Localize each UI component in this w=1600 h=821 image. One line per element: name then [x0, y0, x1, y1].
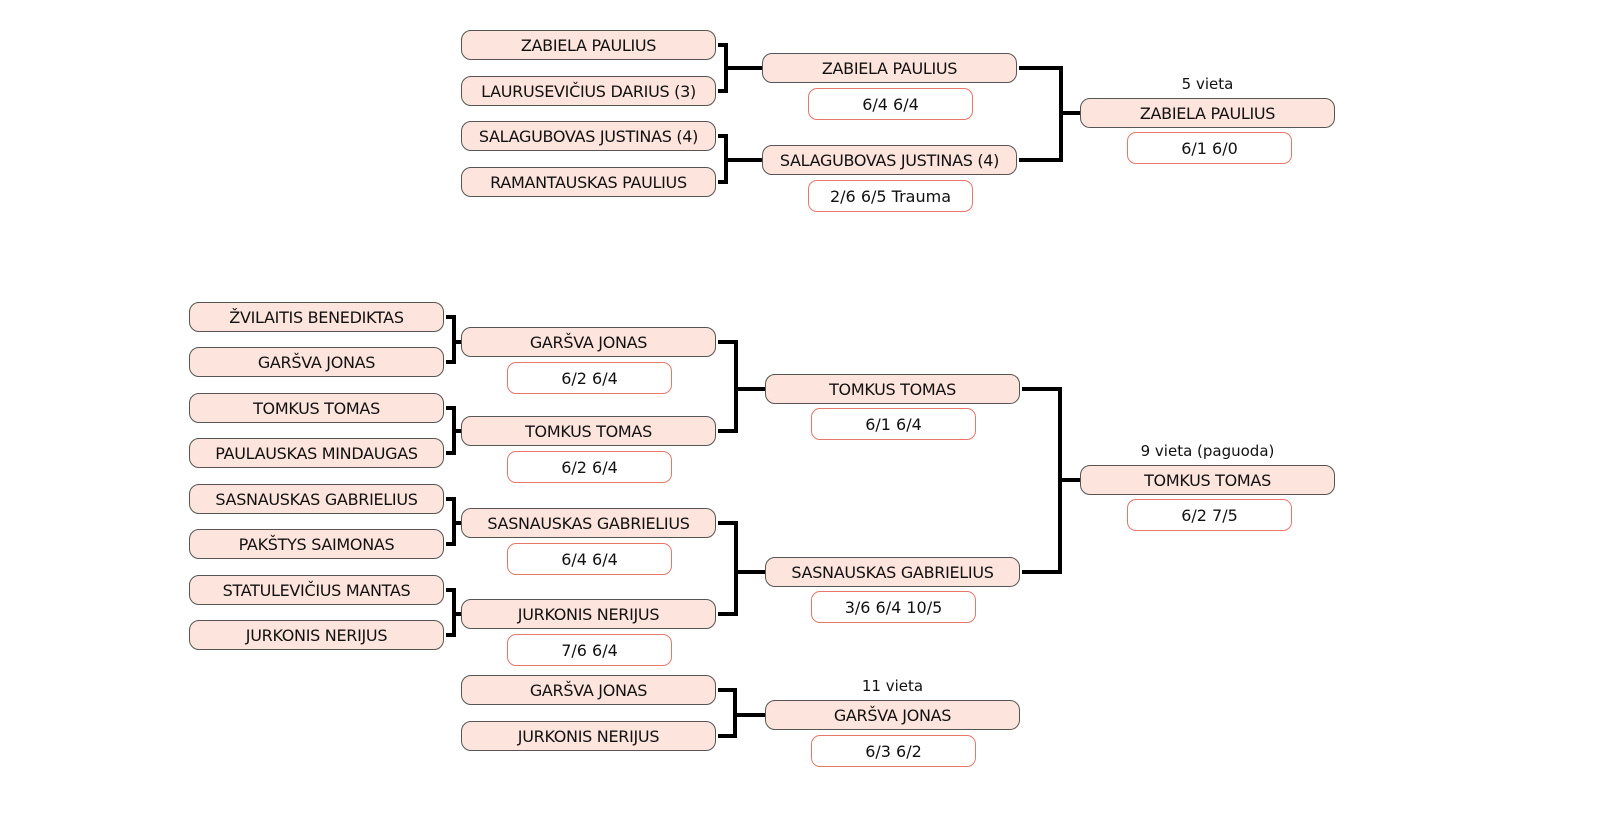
- player-9th-r1-8: JURKONIS NERIJUS: [189, 620, 444, 650]
- score-9th-r2-1: 6/2 6/4: [507, 362, 672, 394]
- connector-9th-r1-c: [446, 497, 461, 546]
- player-9th-r1-1: ŽVILAITIS BENEDIKTAS: [189, 302, 444, 332]
- score-11th-final: 6/3 6/2: [811, 735, 976, 767]
- place-label-5th: 5 vieta: [1181, 75, 1234, 93]
- player-9th-r1-7: STATULEVIČIUS MANTAS: [189, 575, 444, 605]
- score-5th-r2-1: 6/4 6/4: [808, 88, 973, 120]
- winner-9th: TOMKUS TOMAS: [1080, 465, 1335, 495]
- player-9th-r1-5: SASNAUSKAS GABRIELIUS: [189, 484, 444, 514]
- player-9th-r1-2: GARŠVA JONAS: [189, 347, 444, 377]
- winner-11th: GARŠVA JONAS: [765, 700, 1020, 730]
- connector-11th: [718, 688, 765, 738]
- player-5th-r1-3: SALAGUBOVAS JUSTINAS (4): [461, 121, 716, 151]
- player-11th-1: GARŠVA JONAS: [461, 675, 716, 705]
- connector-9th-r3: [1022, 387, 1080, 574]
- score-9th-final: 6/2 7/5: [1127, 499, 1292, 531]
- player-5th-r1-4: RAMANTAUSKAS PAULIUS: [461, 167, 716, 197]
- player-5th-r2-2: SALAGUBOVAS JUSTINAS (4): [762, 145, 1017, 175]
- player-9th-r1-3: TOMKUS TOMAS: [189, 393, 444, 423]
- score-9th-r2-4: 7/6 6/4: [507, 634, 672, 666]
- player-5th-r1-1: ZABIELA PAULIUS: [461, 30, 716, 60]
- player-9th-r1-4: PAULAUSKAS MINDAUGAS: [189, 438, 444, 468]
- player-9th-r2-4: JURKONIS NERIJUS: [461, 599, 716, 629]
- player-9th-r2-3: SASNAUSKAS GABRIELIUS: [461, 508, 716, 538]
- winner-5th: ZABIELA PAULIUS: [1080, 98, 1335, 128]
- place-label-9th: 9 vieta (paguoda): [1140, 442, 1275, 460]
- player-9th-r2-2: TOMKUS TOMAS: [461, 416, 716, 446]
- connector-5th-r2: [1019, 66, 1080, 162]
- score-9th-r3-2: 3/6 6/4 10/5: [811, 591, 976, 623]
- connector-9th-r2-b: [718, 521, 765, 616]
- connector-5th-r1-b: [718, 134, 762, 184]
- player-9th-r3-2: SASNAUSKAS GABRIELIUS: [765, 557, 1020, 587]
- connector-5th-r1-a: [718, 43, 762, 93]
- player-9th-r1-6: PAKŠTYS SAIMONAS: [189, 529, 444, 559]
- player-9th-r3-1: TOMKUS TOMAS: [765, 374, 1020, 404]
- place-label-11th: 11 vieta: [861, 677, 924, 695]
- score-9th-r3-1: 6/1 6/4: [811, 408, 976, 440]
- connector-9th-r2-a: [718, 340, 765, 433]
- connector-9th-r1-d: [446, 588, 461, 637]
- player-5th-r1-2: LAURUSEVIČIUS DARIUS (3): [461, 76, 716, 106]
- player-9th-r2-1: GARŠVA JONAS: [461, 327, 716, 357]
- player-11th-2: JURKONIS NERIJUS: [461, 721, 716, 751]
- player-5th-r2-1: ZABIELA PAULIUS: [762, 53, 1017, 83]
- score-9th-r2-2: 6/2 6/4: [507, 451, 672, 483]
- score-9th-r2-3: 6/4 6/4: [507, 543, 672, 575]
- score-5th-r2-2: 2/6 6/5 Trauma: [808, 180, 973, 212]
- connector-9th-r1-a: [446, 315, 461, 364]
- connector-9th-r1-b: [446, 406, 461, 455]
- score-5th-final: 6/1 6/0: [1127, 132, 1292, 164]
